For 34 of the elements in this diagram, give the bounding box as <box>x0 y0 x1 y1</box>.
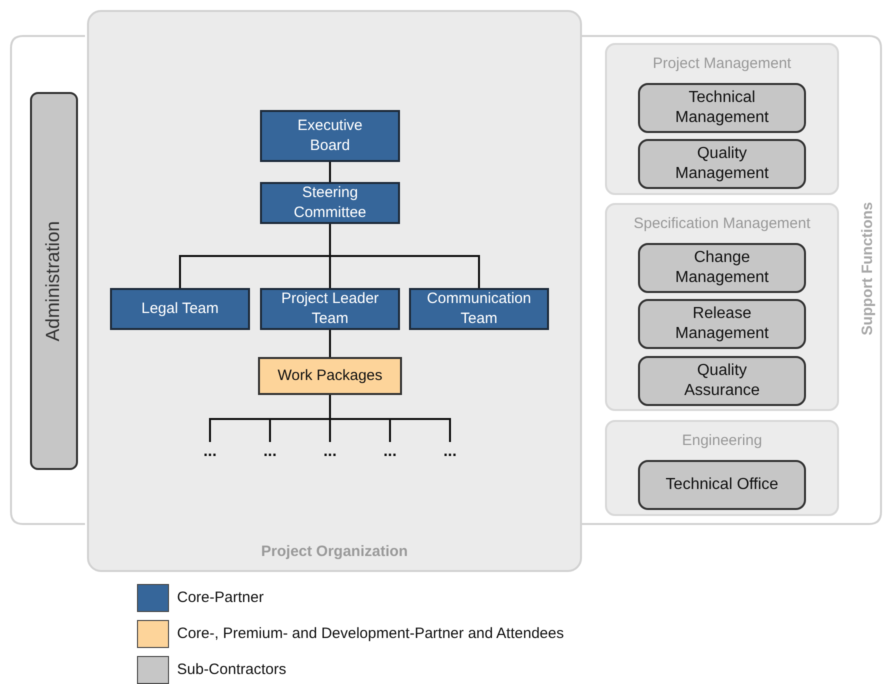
function-box: Technical Management <box>638 83 806 133</box>
org-unit-box: Legal Team <box>110 288 250 330</box>
function-box: Quality Management <box>638 139 806 189</box>
function-box: Quality Assurance <box>638 356 806 406</box>
ellipsis-text: ... <box>378 442 402 462</box>
support-functions-label: Support Functions <box>858 202 877 336</box>
group-title: Project Management <box>652 54 792 74</box>
group-title: Engineering <box>680 431 764 451</box>
administration-label: Administration <box>44 220 64 342</box>
administration-box <box>30 92 78 470</box>
function-box: Release Management <box>638 299 806 349</box>
function-group-panel <box>605 420 839 516</box>
project-organization-label: Project Organization <box>260 542 409 562</box>
legend-label: Sub-Contractors <box>177 661 286 678</box>
function-group-panel <box>605 203 839 411</box>
ellipsis-text: ... <box>438 442 462 462</box>
legend-label: Core-Partner <box>177 589 264 606</box>
ellipsis-text: ... <box>198 442 222 462</box>
function-box: Technical Office <box>638 460 806 510</box>
connector-line <box>329 330 331 357</box>
org-unit-box: Project Leader Team <box>260 288 400 330</box>
ellipsis-text: ... <box>318 442 342 462</box>
project-organization-panel <box>87 10 582 572</box>
legend-label: Core-, Premium- and Development-Partner and Attendees <box>177 625 564 642</box>
org-unit-box: Steering Committee <box>260 182 400 224</box>
function-group-panel <box>605 43 839 195</box>
connector-line <box>329 162 331 182</box>
work-packages-box: Work Packages <box>258 357 402 395</box>
org-unit-box: Communication Team <box>409 288 549 330</box>
function-box: Change Management <box>638 243 806 293</box>
ellipsis-text: ... <box>258 442 282 462</box>
org-unit-box: Executive Board <box>260 110 400 162</box>
connector-line <box>329 224 480 288</box>
group-title: Specification Management <box>632 214 812 234</box>
